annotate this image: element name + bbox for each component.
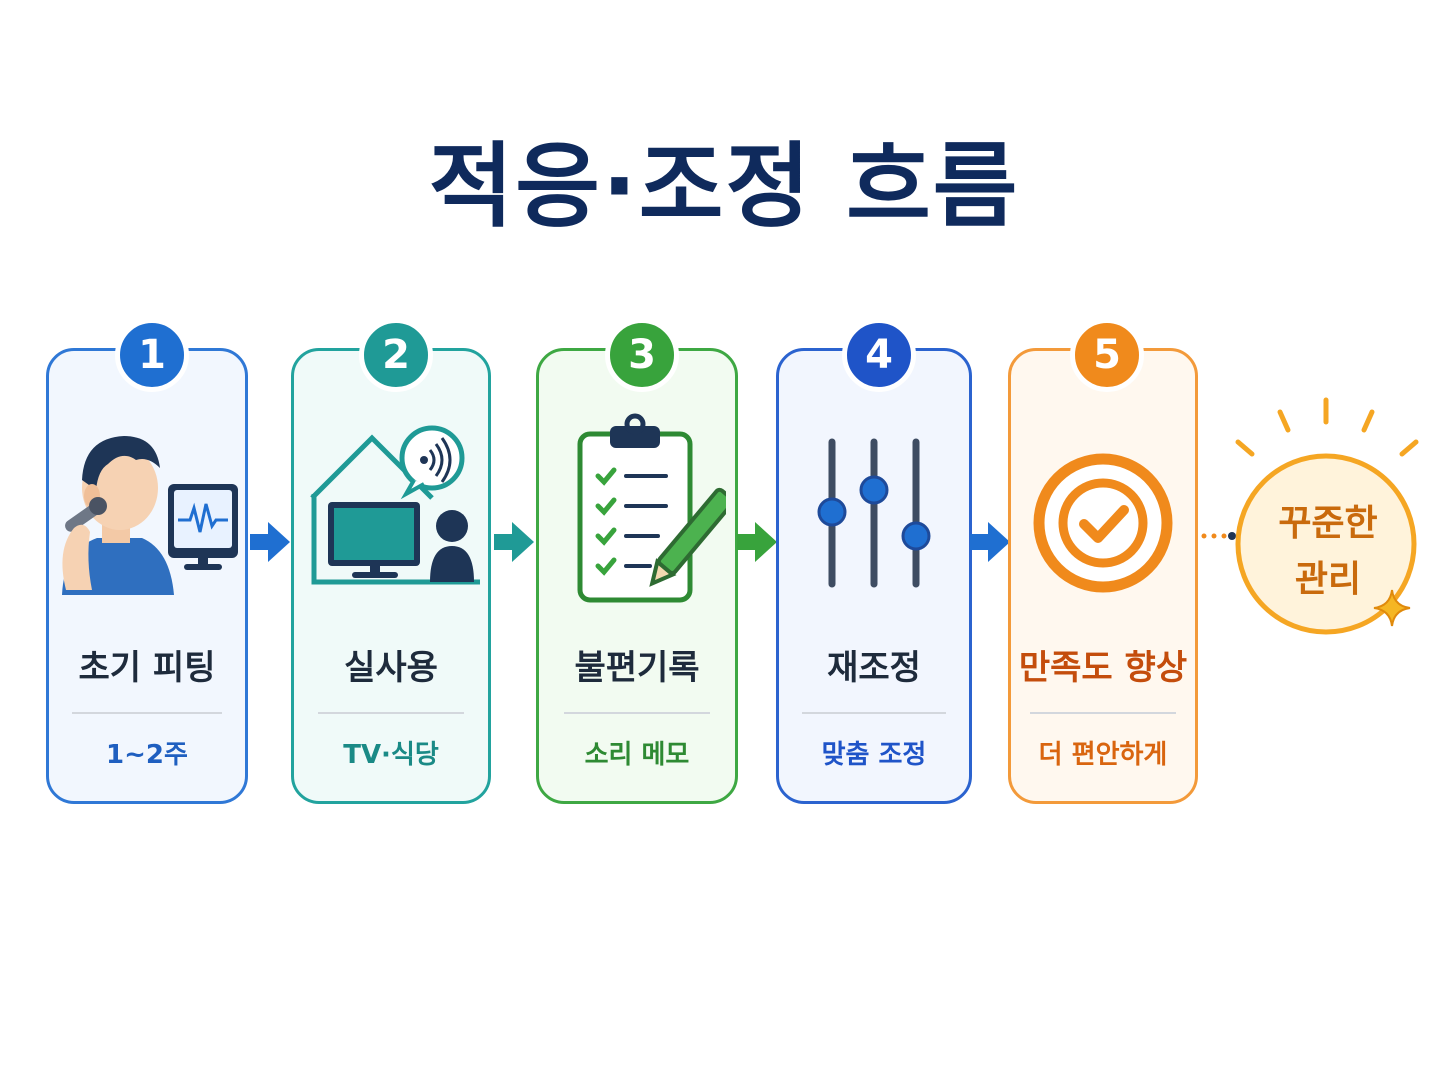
final-label-line2: 관리 bbox=[1294, 559, 1362, 600]
step-subtitle-5: 더 편안하게 bbox=[1038, 740, 1168, 770]
step-title-3: 불편기록 bbox=[574, 648, 700, 688]
step-subtitle-1: 1~2주 bbox=[106, 740, 188, 770]
step-subtitle-4: 맞춤 조정 bbox=[821, 740, 927, 770]
dotted-connector bbox=[1201, 532, 1236, 540]
step-badge-5: 5 bbox=[1070, 318, 1144, 392]
step-badge-2: 2 bbox=[359, 318, 433, 392]
arrow-right-icon bbox=[737, 522, 777, 562]
home-tv-icon bbox=[310, 425, 480, 585]
step-title-1: 초기 피팅 bbox=[78, 648, 216, 688]
arrow-right-icon bbox=[250, 522, 290, 562]
step-badge-4: 4 bbox=[842, 318, 916, 392]
arrow-right-icon bbox=[494, 522, 534, 562]
step-subtitle-2: TV·식당 bbox=[343, 740, 439, 770]
step-divider-2 bbox=[318, 712, 464, 714]
step-title-5: 만족도 향상 bbox=[1018, 648, 1188, 688]
arrow-right-icon bbox=[970, 522, 1010, 562]
step-title-2: 실사용 bbox=[344, 648, 438, 688]
step-subtitle-3: 소리 메모 bbox=[584, 740, 690, 770]
fitting-doctor-icon bbox=[62, 436, 238, 595]
step-badge-1: 1 bbox=[115, 318, 189, 392]
step-divider-5 bbox=[1030, 712, 1176, 714]
page-title: 적응·조정 흐름 bbox=[428, 133, 1020, 240]
step-badge-3: 3 bbox=[605, 318, 679, 392]
step-divider-3 bbox=[564, 712, 710, 714]
final-label-line1: 꾸준한 bbox=[1278, 503, 1378, 544]
step-title-4: 재조정 bbox=[827, 648, 921, 688]
step-divider-1 bbox=[72, 712, 222, 714]
sliders-icon bbox=[817, 438, 931, 588]
target-check-icon bbox=[1033, 453, 1173, 593]
step-divider-4 bbox=[802, 712, 946, 714]
sun-badge bbox=[1235, 397, 1419, 635]
clipboard-checklist-icon bbox=[577, 413, 726, 603]
step-card-4 bbox=[776, 348, 972, 804]
